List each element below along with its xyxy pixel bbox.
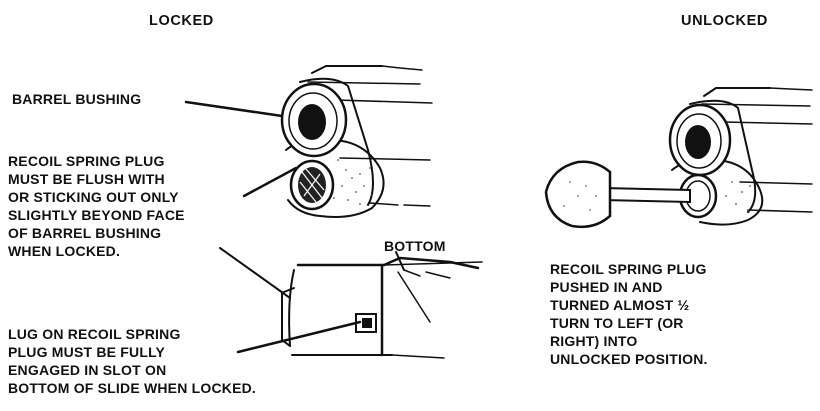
text-line: ENGAGED IN SLOT ON (8, 362, 166, 378)
locked-front-view (280, 65, 433, 218)
text-line: RECOIL SPRING PLUG (550, 261, 707, 277)
barrel-bore (298, 104, 326, 140)
text-line: TURNED ALMOST ½ (550, 297, 689, 313)
text-line: PLUG MUST BE FULLY (8, 344, 166, 360)
unlocked-instructions: RECOIL SPRING PLUG PUSHED IN AND TURNED … (550, 261, 708, 367)
text-line: RIGHT) INTO (550, 333, 638, 349)
text-line: TURN TO LEFT (OR (550, 315, 684, 331)
label-bottom: BOTTOM (384, 238, 446, 254)
text-line: PUSHED IN AND (550, 279, 663, 295)
text-line: LUG ON RECOIL SPRING (8, 326, 181, 342)
text-line: MUST BE FLUSH WITH (8, 171, 165, 187)
heading-locked: LOCKED (149, 13, 214, 29)
lug-instructions: LUG ON RECOIL SPRING PLUG MUST BE FULLY … (8, 326, 256, 396)
text-line: BOTTOM OF SLIDE WHEN LOCKED. (8, 380, 256, 396)
leader-lines (184, 100, 405, 354)
locked-bottom-view (281, 256, 483, 359)
label-barrel-bushing: BARREL BUSHING (12, 91, 141, 107)
recoil-plug-instructions: RECOIL SPRING PLUG MUST BE FLUSH WITH OR… (8, 153, 185, 259)
text-line: SLIGHTLY BEYOND FACE (8, 207, 185, 223)
text-line: WHEN LOCKED. (8, 243, 120, 259)
text-line: OR STICKING OUT ONLY (8, 189, 179, 205)
wrench-knob (544, 160, 612, 229)
heading-unlocked: UNLOCKED (681, 13, 768, 29)
wrench-shaft (601, 186, 691, 204)
unlocked-front-view (544, 87, 813, 229)
text-line: UNLOCKED POSITION. (550, 351, 708, 367)
text-line: RECOIL SPRING PLUG (8, 153, 165, 169)
text-line: OF BARREL BUSHING (8, 225, 161, 241)
